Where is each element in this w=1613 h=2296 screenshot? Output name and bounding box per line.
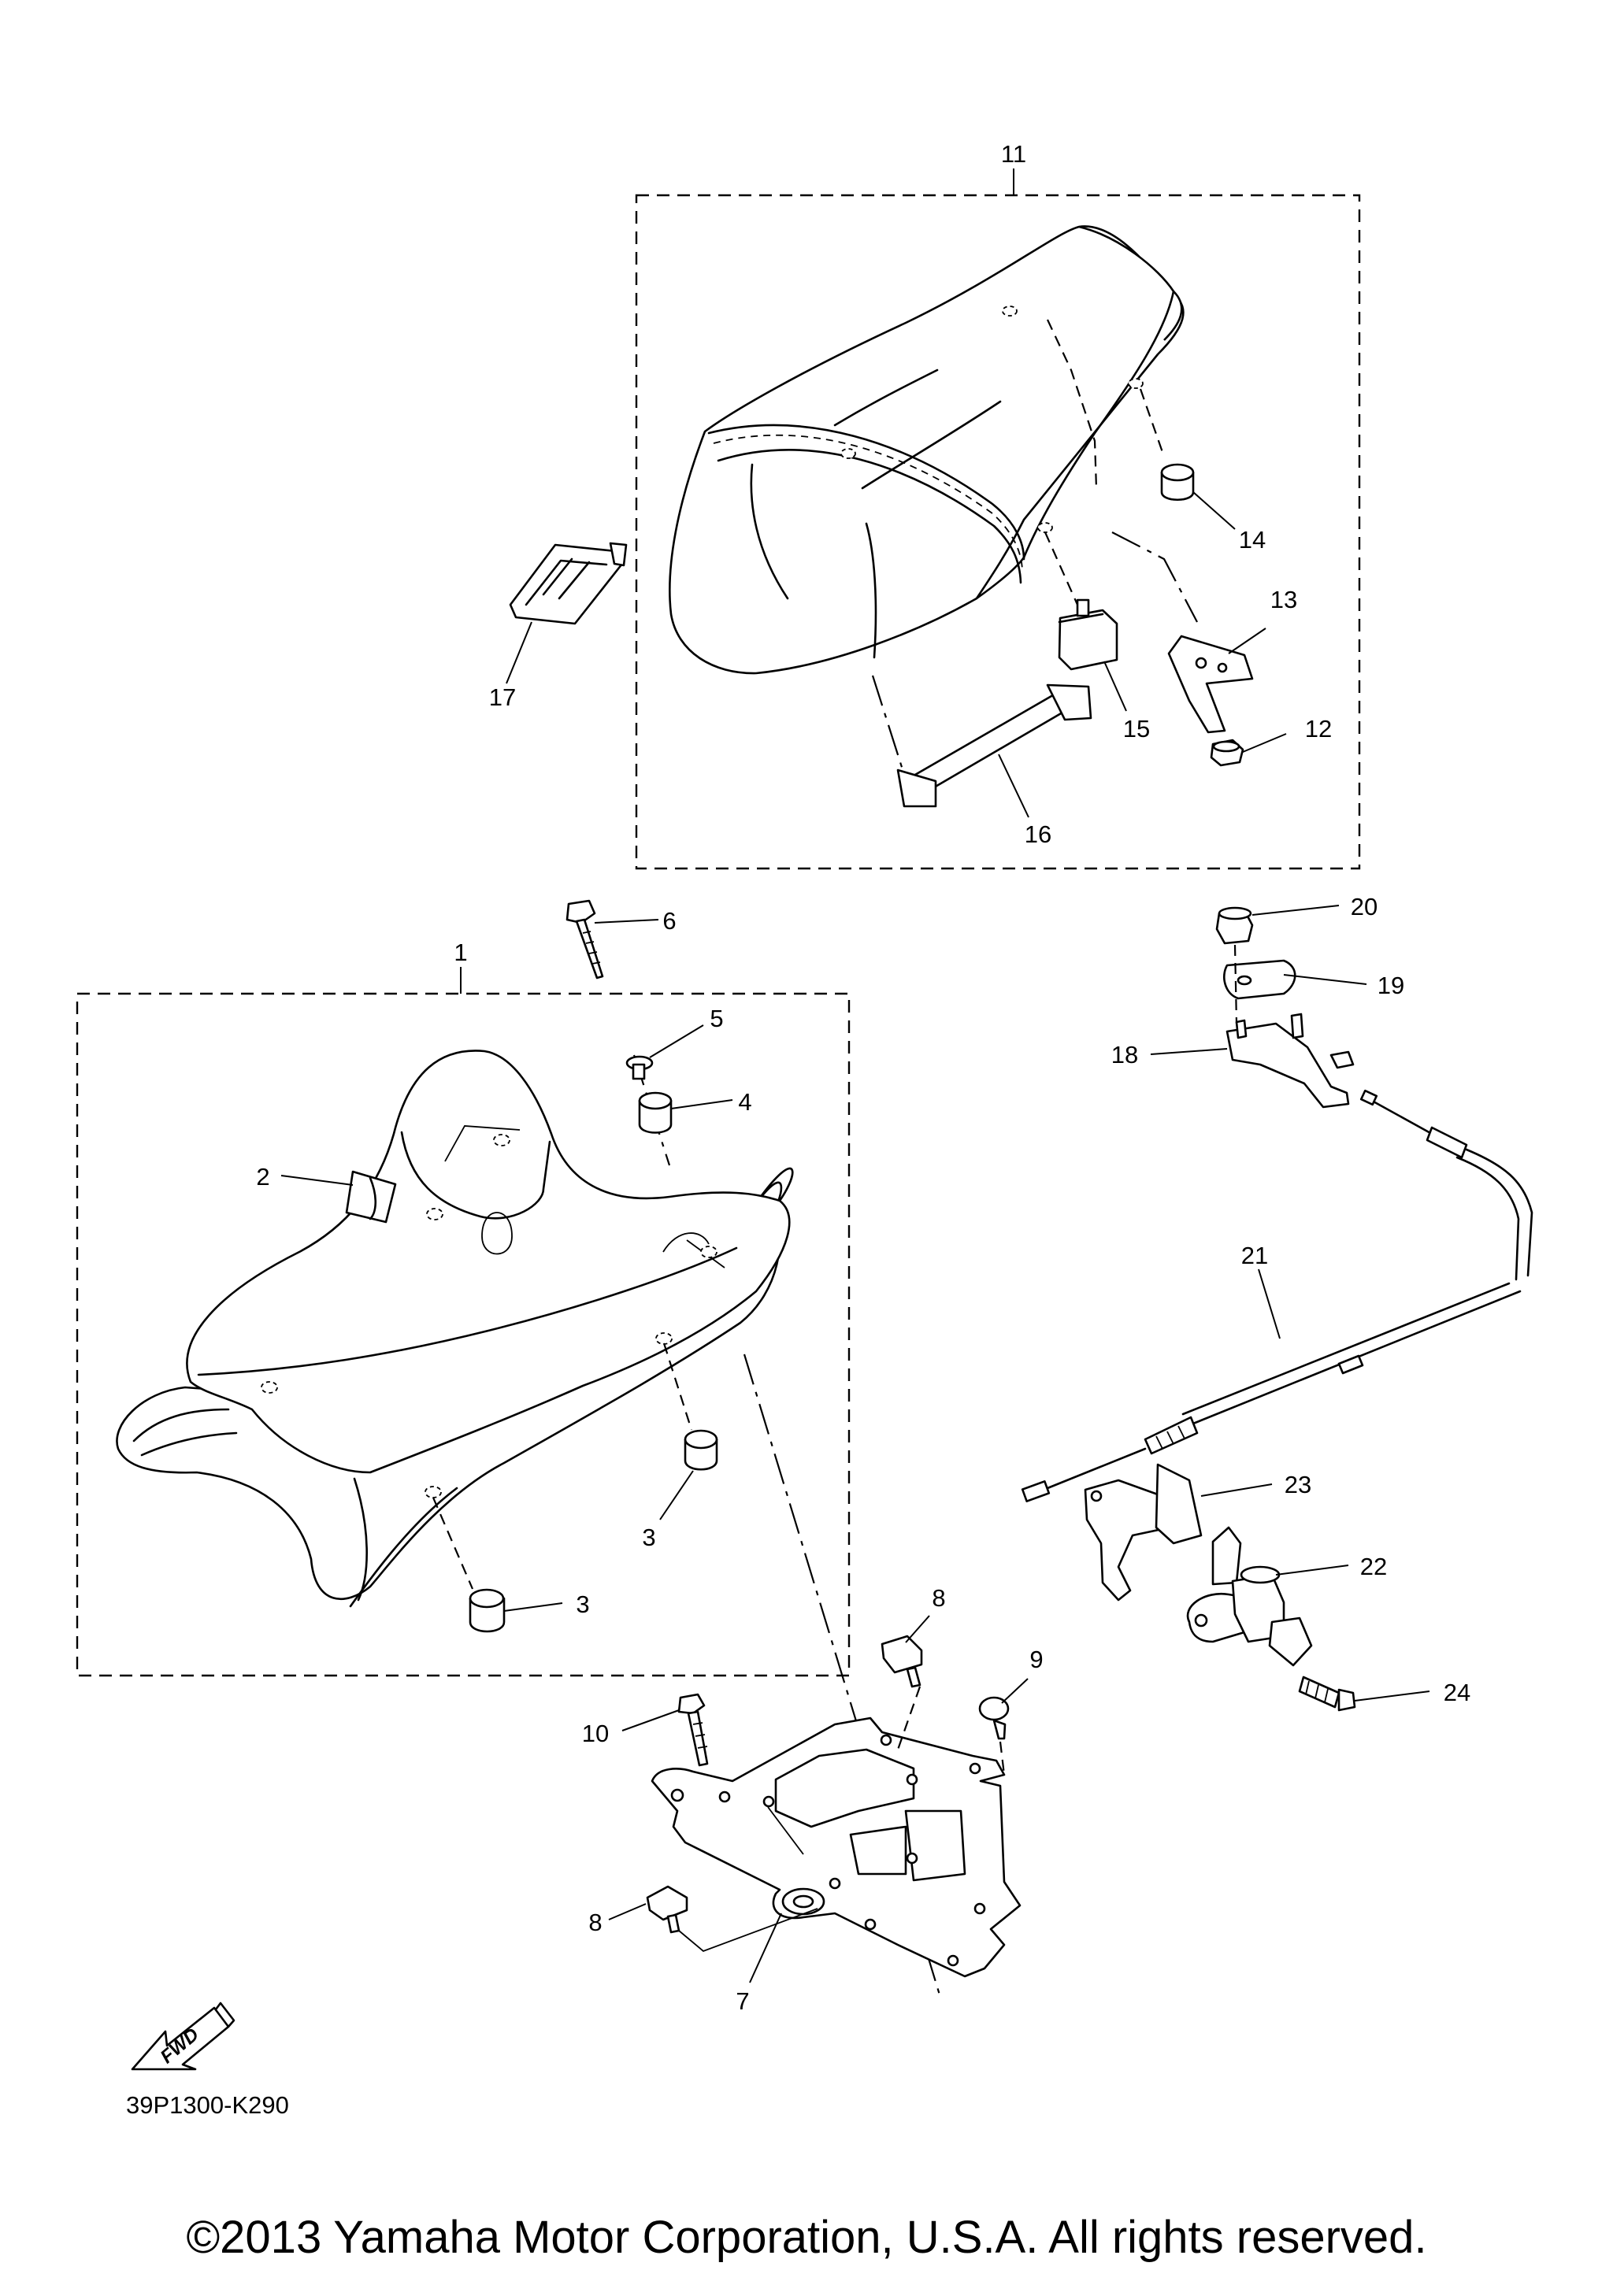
part-8-upper-clip	[881, 1635, 923, 1688]
callout-8-upper: 8	[932, 1584, 945, 1612]
rear-seat	[669, 225, 1185, 675]
part-7-base-plate	[651, 1716, 1022, 1978]
callout-1: 1	[454, 939, 467, 966]
part-9-grommet	[978, 1696, 1010, 1740]
part-18-lock-bracket	[1226, 1013, 1355, 1109]
fwd-arrow-icon: FWD	[131, 2002, 235, 2071]
callout-labels: 11 14 13 17 15 12 16 20 6 1 19 5 18 4 2 …	[256, 140, 1470, 2015]
part-8-lower-clip	[646, 1885, 688, 1934]
part-12-nut	[1210, 739, 1244, 767]
callout-16: 16	[1025, 820, 1051, 848]
callout-3-upper: 3	[642, 1524, 655, 1551]
part-2-tape	[345, 1170, 397, 1224]
copyright-notice: ©2013 Yamaha Motor Corporation, U.S.A. A…	[186, 2212, 1427, 2263]
part-23-bracket	[1084, 1463, 1203, 1602]
front-seat	[116, 1050, 794, 1608]
part-19-plate	[1223, 959, 1296, 1000]
callout-19: 19	[1378, 972, 1404, 999]
callout-9: 9	[1029, 1646, 1043, 1673]
callout-21: 21	[1241, 1242, 1268, 1269]
part-13-bracket	[1167, 635, 1254, 734]
callout-8-lower: 8	[588, 1909, 602, 1936]
part-5-collar	[625, 1055, 654, 1080]
callout-11: 11	[1001, 140, 1026, 168]
part-22-lock-cylinder	[1186, 1526, 1313, 1667]
part-21-cable	[1021, 1089, 1533, 1502]
callout-12: 12	[1305, 715, 1332, 742]
callout-2: 2	[256, 1163, 269, 1191]
callout-24: 24	[1444, 1679, 1470, 1706]
callout-17: 17	[489, 683, 516, 711]
part-17-plate	[509, 542, 628, 625]
callout-6: 6	[662, 907, 676, 935]
part-3-damper-a	[684, 1429, 718, 1471]
part-4-damper	[638, 1091, 673, 1134]
callout-5: 5	[710, 1005, 723, 1032]
callout-14: 14	[1239, 526, 1266, 554]
callout-20: 20	[1351, 893, 1378, 920]
callout-3-lower: 3	[576, 1591, 589, 1618]
drawing-code: 39P1300-K290	[126, 2091, 289, 2119]
part-20-nut	[1215, 906, 1254, 945]
part-6-bolt	[565, 899, 604, 980]
part-10-bolt	[677, 1693, 709, 1767]
callout-22: 22	[1360, 1553, 1387, 1580]
callout-10: 10	[582, 1720, 609, 1747]
callout-23: 23	[1285, 1471, 1311, 1498]
callout-4: 4	[738, 1088, 751, 1116]
callout-15: 15	[1123, 715, 1150, 742]
part-3-damper-b	[469, 1588, 506, 1633]
callout-18: 18	[1111, 1041, 1138, 1068]
callout-13: 13	[1270, 586, 1297, 613]
part-14-damper	[1160, 463, 1195, 501]
part-24-screw	[1298, 1676, 1356, 1712]
callout-7: 7	[736, 1987, 749, 2015]
front-seat-group-box	[76, 992, 851, 1677]
part-16-strap	[896, 683, 1092, 808]
part-15-block	[1058, 598, 1118, 671]
